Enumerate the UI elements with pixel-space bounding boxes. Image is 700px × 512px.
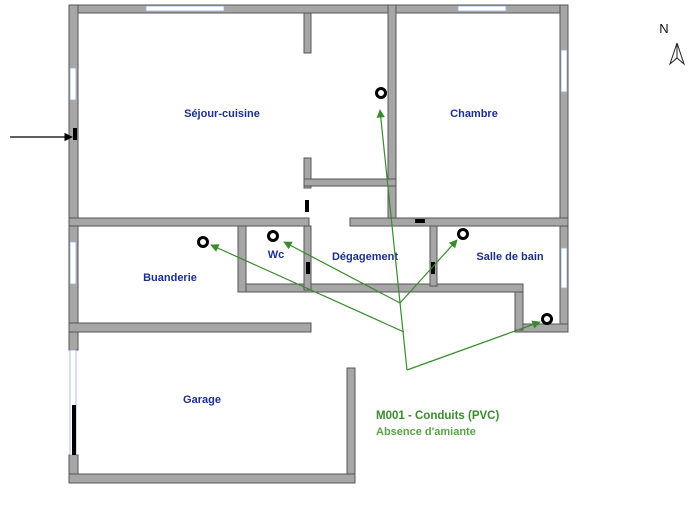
wall-sejour-bottom	[68, 217, 310, 227]
annotation-status: Absence d'amiante	[376, 426, 476, 438]
wall-garage-right	[346, 367, 356, 484]
north-arrow-icon	[668, 42, 686, 66]
conduit-markers	[197, 87, 553, 325]
annotation-title: M001 - Conduits (PVC)	[376, 410, 499, 422]
window-right-chambre	[560, 49, 568, 93]
leader-to-sdb-corner	[406, 320, 541, 371]
door-garage	[72, 405, 76, 455]
windows	[69, 5, 568, 456]
conduit-marker-wc	[267, 230, 279, 242]
conduit-marker-buanderie	[197, 236, 209, 248]
leader-to-sdb	[399, 239, 458, 304]
room-label-garage: Garage	[183, 394, 221, 406]
window-left-buanderie	[69, 241, 77, 285]
wall-closet-top	[303, 178, 397, 187]
wall-deg-bottom	[237, 283, 524, 293]
room-label-chambre: Chambre	[450, 108, 498, 120]
doors	[72, 128, 435, 455]
wall-stub-top	[303, 12, 312, 54]
conduit-marker-sdb-corner	[541, 313, 553, 325]
window-right-sdb	[560, 247, 568, 289]
door-wc	[306, 262, 310, 274]
window-top-right	[457, 5, 507, 12]
window-left-sejour	[69, 67, 77, 101]
door-entry	[73, 128, 77, 140]
conduit-marker-sdb	[457, 228, 469, 240]
door-chambre	[415, 219, 425, 223]
room-label-sejour-cuisine: Séjour-cuisine	[184, 108, 260, 120]
leader-to-buanderie	[210, 244, 405, 333]
wall-sejour-chambre	[387, 4, 397, 226]
room-labels: Séjour-cuisine Chambre Wc Dégagement Sal…	[143, 108, 544, 406]
door-sdb	[431, 262, 435, 274]
room-label-buanderie: Buanderie	[143, 272, 197, 284]
wall-wc-left	[237, 221, 247, 293]
room-label-salle-de-bain: Salle de bain	[476, 251, 544, 263]
north-arrow: N	[659, 21, 686, 66]
leader-lines	[210, 109, 541, 371]
wall-buanderie-bottom	[68, 322, 312, 333]
room-label-wc: Wc	[268, 249, 285, 261]
wall-wc-deg	[303, 225, 312, 291]
wall-chambre-bottom	[349, 217, 569, 227]
door-sejour-deg	[305, 200, 309, 212]
window-top-left	[145, 5, 225, 12]
north-label: N	[659, 21, 668, 36]
leader-to-sejour	[376, 109, 408, 371]
wall-deg-sdb	[429, 225, 438, 287]
wall-left-upper	[68, 4, 79, 351]
walls	[68, 4, 569, 484]
conduit-marker-sejour	[375, 87, 387, 99]
leader-to-wc	[283, 241, 401, 304]
room-label-degagement: Dégagement	[332, 251, 398, 263]
wall-garage-bottom	[68, 473, 356, 484]
wall-closet-left	[303, 157, 312, 189]
